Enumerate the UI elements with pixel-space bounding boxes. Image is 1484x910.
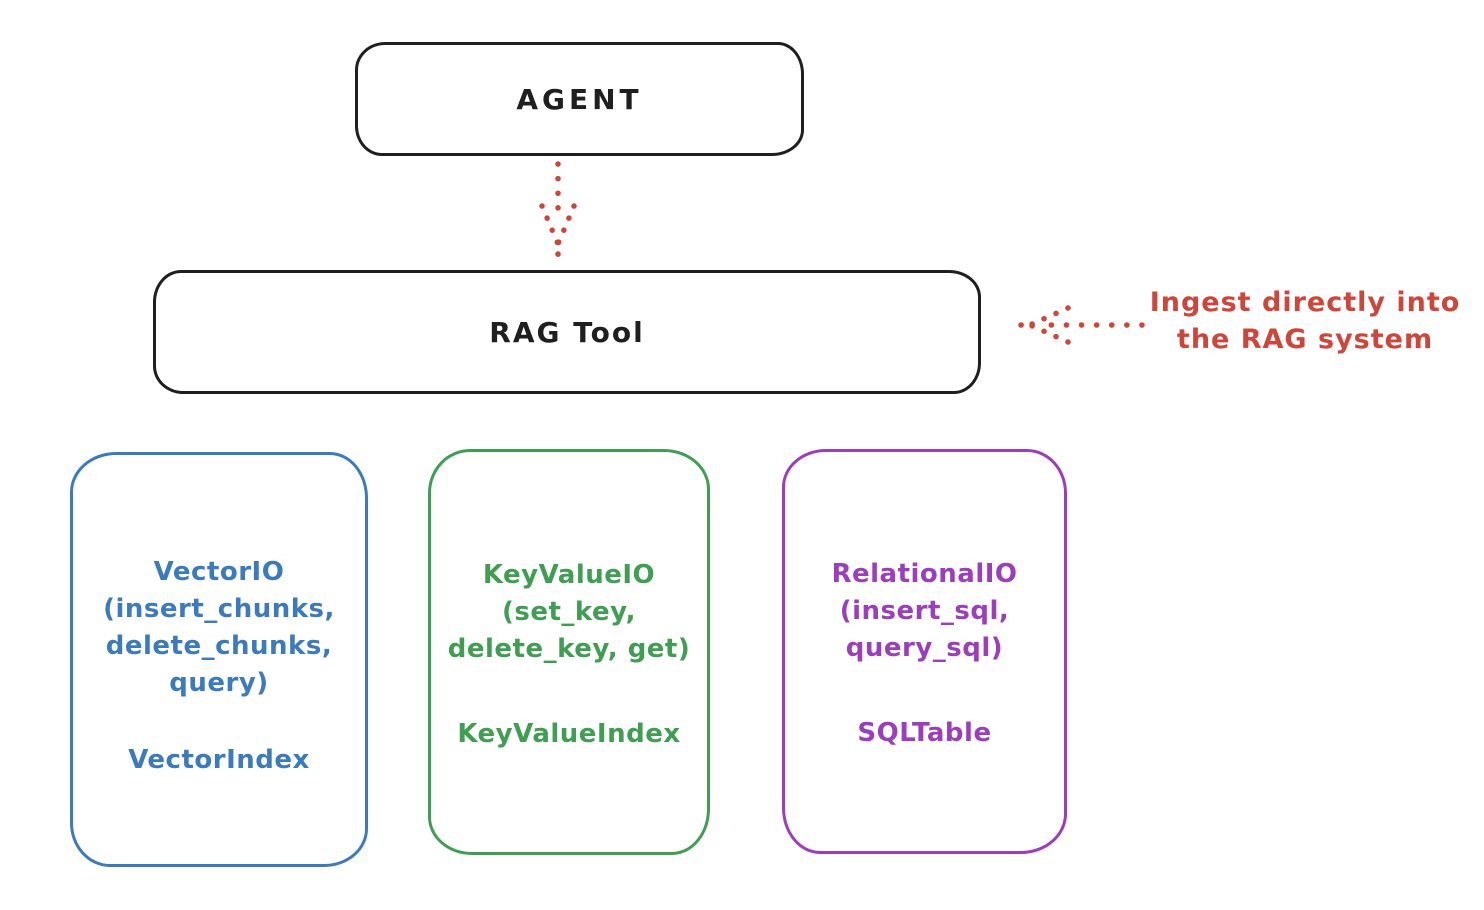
relational-io-line: RelationalIO bbox=[831, 559, 1018, 589]
agent-label: AGENT bbox=[516, 82, 643, 116]
ingest-annotation: Ingest directly into the RAG system bbox=[1138, 284, 1472, 358]
vector-io-line: VectorIO bbox=[153, 557, 285, 587]
dotted-arrow-down-icon bbox=[539, 161, 577, 257]
vector-io-line: delete_chunks, bbox=[105, 631, 333, 661]
sql-table-label: SQLTable bbox=[857, 718, 992, 748]
agent-node: AGENT bbox=[355, 42, 804, 156]
keyvalue-io-line: (set_key, bbox=[502, 597, 636, 627]
keyvalue-io-line: KeyValueIO bbox=[482, 560, 656, 590]
ingest-annotation-line-1: Ingest directly into bbox=[1149, 287, 1461, 318]
rag-tool-node: RAG Tool bbox=[153, 270, 981, 394]
vector-io-card: VectorIO (insert_chunks, delete_chunks, … bbox=[70, 452, 368, 867]
dotted-arrow-left-icon bbox=[1018, 305, 1145, 345]
rag-tool-label: RAG Tool bbox=[489, 315, 645, 349]
vector-io-line: (insert_chunks, bbox=[103, 594, 335, 624]
relational-io-line: query_sql) bbox=[845, 633, 1004, 663]
keyvalue-index-label: KeyValueIndex bbox=[457, 719, 681, 749]
keyvalue-io-card: KeyValueIO (set_key, delete_key, get) Ke… bbox=[428, 449, 710, 855]
vector-io-line: query) bbox=[169, 668, 269, 698]
keyvalue-io-line: delete_key, get) bbox=[447, 634, 691, 664]
ingest-annotation-line-2: the RAG system bbox=[1176, 324, 1434, 355]
relational-io-card: RelationalIO (insert_sql, query_sql) SQL… bbox=[782, 449, 1067, 854]
relational-io-line: (insert_sql, bbox=[839, 596, 1010, 626]
vector-index-label: VectorIndex bbox=[128, 745, 310, 775]
